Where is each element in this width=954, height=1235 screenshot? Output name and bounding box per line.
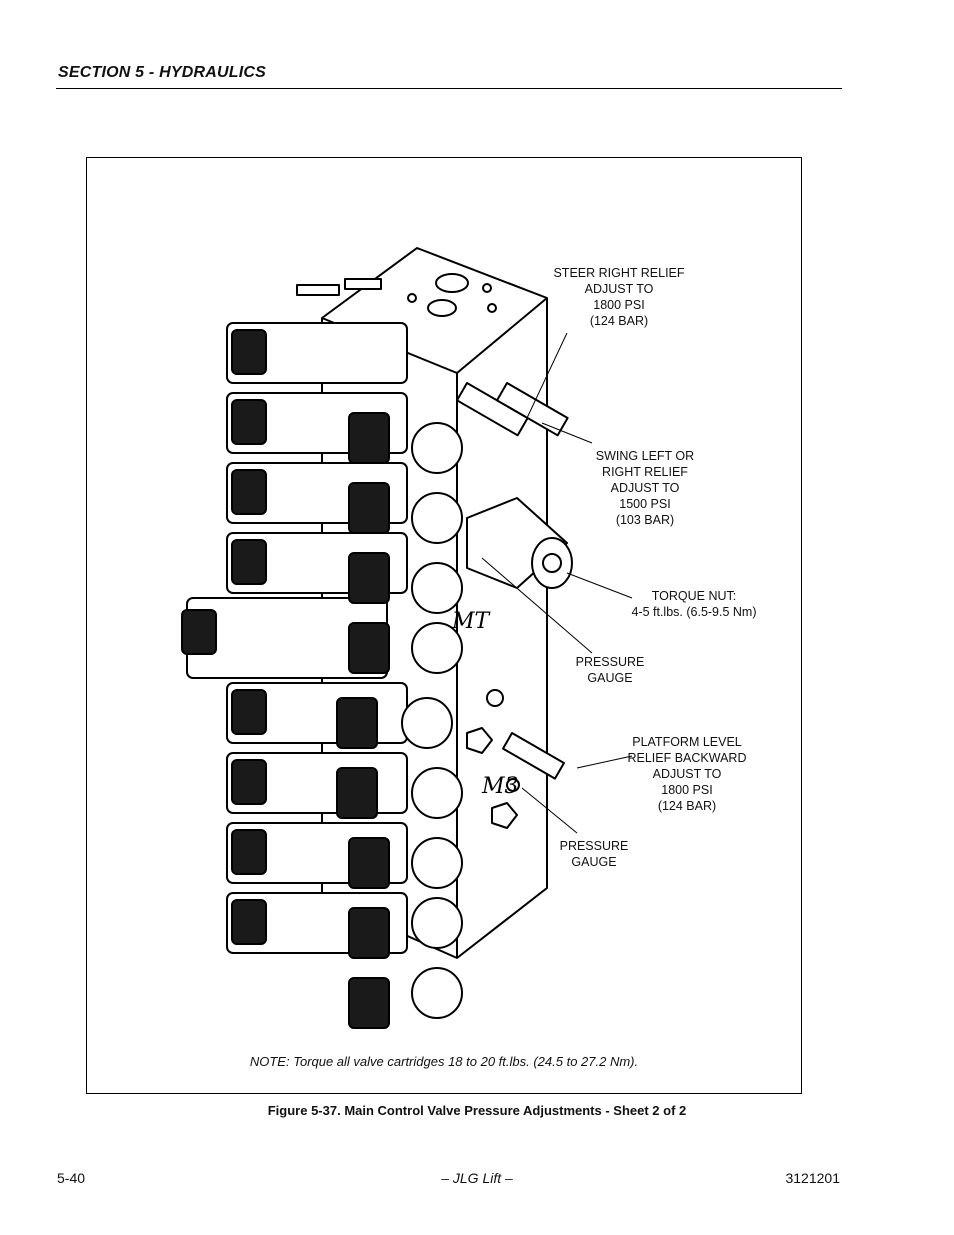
knurled-knobs — [401, 422, 463, 1019]
pressure-gauge-upper-callout: PRESSURE GAUGE — [575, 655, 645, 685]
valve-manifold-illustration: MT M3 — [181, 247, 633, 1029]
solenoid-coils — [181, 329, 390, 1029]
platform-level-relief-callout: PLATFORM LEVEL RELIEF BACKWARD ADJUST TO… — [627, 735, 747, 813]
pressure-gauge-lower-callout: PRESSURE GAUGE — [559, 839, 629, 869]
footer-publisher: – JLG Lift – — [441, 1170, 513, 1186]
page-number: 5-40 — [57, 1170, 86, 1186]
torque-note: NOTE: Torque all valve cartridges 18 to … — [249, 1054, 639, 1069]
figure-frame: MT M3 STEER RIGHT RELIEF ADJUST TO 1800 … — [86, 157, 802, 1094]
torque-nut-callout: TORQUE NUT: 4-5 ft.lbs. (6.5-9.5 Nm) — [631, 589, 757, 619]
steer-right-relief-callout: STEER RIGHT RELIEF ADJUST TO 1800 PSI (1… — [553, 266, 685, 328]
leader-lines — [481, 332, 633, 834]
swing-relief-callout: SWING LEFT OR RIGHT RELIEF ADJUST TO 150… — [595, 449, 695, 527]
header-rule — [56, 88, 842, 89]
port-label-mt: MT — [451, 609, 492, 634]
figure-caption: Figure 5-37. Main Control Valve Pressure… — [267, 1103, 687, 1118]
port-label-m3: M3 — [481, 774, 519, 799]
section-title: SECTION 5 - HYDRAULICS — [58, 64, 266, 81]
document-number: 3121201 — [785, 1170, 840, 1186]
